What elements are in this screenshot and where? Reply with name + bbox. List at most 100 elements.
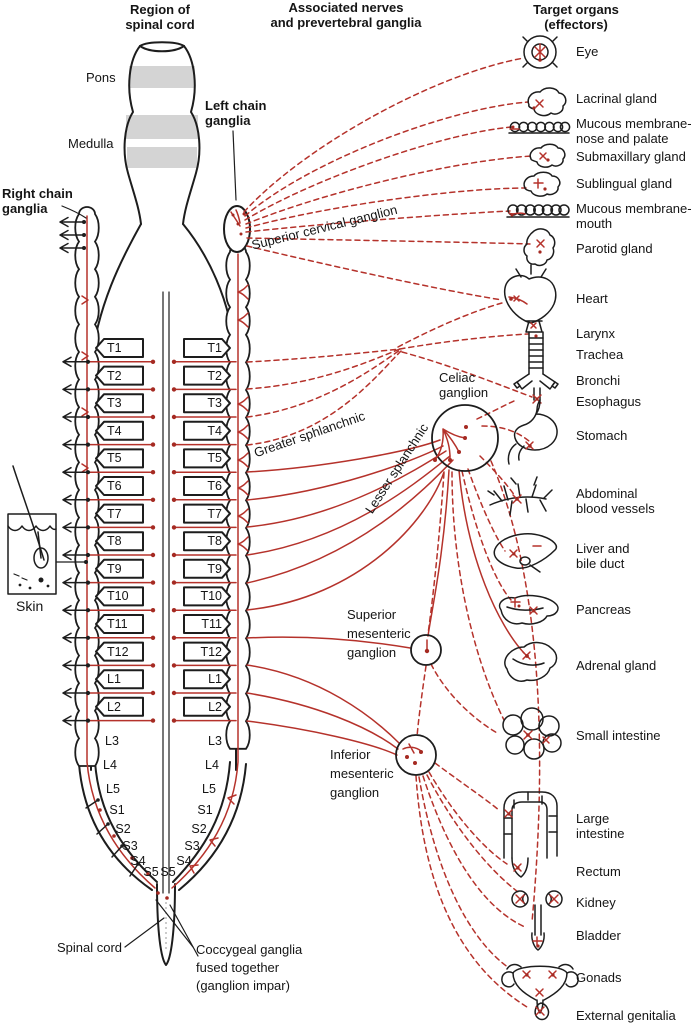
- organ-label-external-genitalia: External genitalia: [576, 1008, 676, 1023]
- segment-label-left-5: T6: [107, 479, 122, 493]
- segment-label-left-11: T12: [107, 644, 129, 659]
- autonomic-fibers: [243, 57, 541, 1008]
- segment-label-right-1: T2: [207, 368, 222, 383]
- mucous-membrane-nose-icon: [508, 121, 571, 134]
- organ-label-submaxillary-gland: Submaxillary gland: [576, 149, 686, 164]
- tapered-label-right-7: S5: [160, 865, 176, 879]
- organ-label-small-intestine: Small intestine: [576, 728, 661, 743]
- organ-label-rectum: Rectum: [576, 864, 621, 879]
- label-leader-lines: [61, 130, 237, 957]
- tapered-label-right-3: S1: [197, 803, 213, 817]
- prevertebral-ganglia: [395, 404, 499, 776]
- larynx-icon: [525, 320, 543, 333]
- segment-label-right-6: T7: [207, 506, 222, 521]
- bronchi-icon: [513, 373, 559, 390]
- right-chain-ganglia-label: Right chain ganglia: [2, 186, 73, 216]
- organ-label-lacrinal-gland: Lacrinal gland: [576, 91, 657, 106]
- organ-label-parotid-gland: Parotid gland: [576, 241, 653, 256]
- tapered-label-left-7: S5: [143, 865, 159, 879]
- esophagus-icon: [532, 387, 542, 404]
- segment-label-right-2: T3: [207, 396, 222, 411]
- adrenal-gland-icon: [504, 641, 558, 682]
- medulla-label: Medulla: [68, 136, 114, 151]
- organ-icons: [487, 35, 579, 1021]
- organ-label-bladder: Bladder: [576, 928, 621, 943]
- segment-label-left-3: T4: [107, 423, 122, 438]
- coccygeal-ganglia-label: Coccygeal ganglia fused together (gangli…: [196, 942, 303, 993]
- segment-label-left-13: L2: [107, 699, 121, 714]
- segment-label-right-5: T6: [207, 479, 222, 493]
- skin-label: Skin: [16, 598, 44, 614]
- organ-label-pancreas: Pancreas: [576, 602, 631, 617]
- tapered-label-right-4: S2: [191, 822, 207, 836]
- segment-boxes: [95, 338, 231, 717]
- parotid-gland-icon: [523, 228, 556, 267]
- celiac-ganglion-label: Celiac ganglion: [439, 370, 489, 400]
- submaxillary-gland-icon: [529, 143, 566, 168]
- tapered-label-right-1: L4: [205, 758, 219, 772]
- large-intestine-icon: [503, 791, 558, 878]
- tapered-label-left-2: L5: [106, 782, 120, 796]
- superior-mesenteric-ganglion-label: Superior mesenteric ganglion: [347, 607, 411, 660]
- organ-label-kidney: Kidney: [576, 895, 616, 910]
- tapered-label-left-5: S3: [122, 839, 138, 853]
- left-chain-ganglia-label: Left chain ganglia: [205, 98, 267, 128]
- segment-label-right-0: T1: [207, 341, 222, 355]
- header-target-organs: Target organs (effectors): [533, 2, 619, 32]
- segment-label-right-9: T10: [200, 589, 222, 604]
- pons-label: Pons: [86, 70, 116, 85]
- organ-label-liver-bile-duct: Liver and bile duct: [576, 541, 630, 571]
- tapered-label-right-0: L3: [208, 734, 222, 748]
- peripheral-nerve-arrows: [59, 216, 140, 877]
- lacrinal-gland-icon: [527, 87, 567, 117]
- segment-label-right-13: L2: [208, 699, 222, 714]
- tapered-label-left-1: L4: [103, 758, 117, 772]
- external-genitalia-icon: [534, 1002, 550, 1021]
- organ-label-large-intestine: Large intestine: [576, 811, 625, 841]
- tapered-label-left-0: L3: [105, 734, 119, 748]
- tapered-label-left-4: S2: [115, 822, 131, 836]
- header-associated-nerves: Associated nerves and prevertebral gangl…: [270, 0, 422, 30]
- organ-label-gonads: Gonads: [576, 970, 622, 985]
- segment-label-left-2: T3: [107, 396, 122, 411]
- segment-label-left-1: T2: [107, 368, 122, 383]
- skin-illustration: [7, 465, 88, 595]
- tapered-label-left-6: S4: [130, 854, 146, 868]
- organ-label-larynx: Larynx: [576, 326, 616, 341]
- segment-label-right-11: T12: [200, 644, 222, 659]
- small-intestine-icon: [502, 707, 562, 760]
- segment-label-left-6: T7: [107, 506, 122, 521]
- organ-label-stomach: Stomach: [576, 428, 628, 443]
- kidney-bladder-icon: [511, 890, 563, 951]
- heart-icon: [503, 264, 557, 324]
- organ-label-sublingual-gland: Sublingual gland: [576, 176, 673, 191]
- segment-label-left-0: T1: [107, 341, 122, 355]
- organ-label-mucous-membrane-mouth: Mucous membrane- mouth: [576, 201, 692, 231]
- tapered-label-right-6: S4: [176, 854, 192, 868]
- organ-label-trachea: Trachea: [576, 347, 624, 362]
- sympathetic-chain-trunks: [74, 206, 251, 767]
- mucous-membrane-mouth-icon: [506, 204, 570, 218]
- segment-label-left-12: L1: [107, 672, 121, 687]
- inferior-mesenteric-ganglion-label: Inferior mesenteric ganglion: [330, 747, 394, 800]
- segment-label-right-4: T5: [207, 451, 222, 466]
- segment-label-left-4: T5: [107, 451, 122, 466]
- segment-label-left-9: T10: [107, 589, 129, 604]
- segment-label-right-8: T9: [207, 561, 222, 576]
- trachea-icon: [528, 331, 544, 375]
- spinal-nerve-lines: [87, 359, 237, 723]
- segment-label-left-10: T11: [107, 617, 128, 631]
- segment-label-right-3: T4: [207, 423, 222, 438]
- tapered-label-right-2: L5: [202, 782, 216, 796]
- organ-label-abdominal-blood-vessels: Abdominal blood vessels: [576, 486, 655, 516]
- chain-red-fibers: [81, 205, 251, 900]
- organ-label-esophagus: Esophagus: [576, 394, 642, 409]
- segment-label-right-10: T11: [201, 617, 222, 631]
- organ-label-adrenal-gland: Adrenal gland: [576, 658, 657, 673]
- gonads-icon: [501, 963, 579, 1014]
- organ-label-mucous-membrane-nose: Mucous membrane- nose and palate: [576, 116, 692, 146]
- brainstem: [123, 41, 201, 225]
- organ-label-heart: Heart: [576, 291, 608, 306]
- liver-icon: [493, 533, 558, 573]
